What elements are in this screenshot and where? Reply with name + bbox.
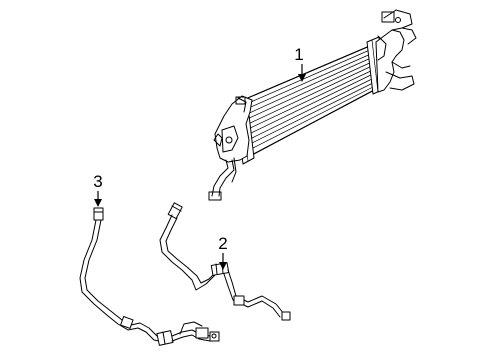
callout-1: 1: [294, 45, 306, 82]
oil-cooler-part-1[interactable]: [208, 9, 417, 201]
callout-arrow-3: [94, 199, 102, 207]
cooler-line-part-2[interactable]: [159, 202, 291, 321]
cooler-core: [235, 36, 385, 165]
cooler-left-bracket: [208, 95, 253, 201]
callout-arrow-2: [219, 262, 227, 270]
cooler-line-part-3[interactable]: [79, 207, 220, 346]
callout-2: 2: [218, 234, 228, 270]
callout-label-2: 2: [218, 234, 227, 253]
callout-label-1: 1: [294, 45, 303, 64]
callout-3: 3: [93, 172, 103, 207]
cooler-right-bracket: [375, 9, 417, 93]
callout-arrow-1: [298, 74, 306, 82]
callout-label-3: 3: [93, 172, 102, 191]
